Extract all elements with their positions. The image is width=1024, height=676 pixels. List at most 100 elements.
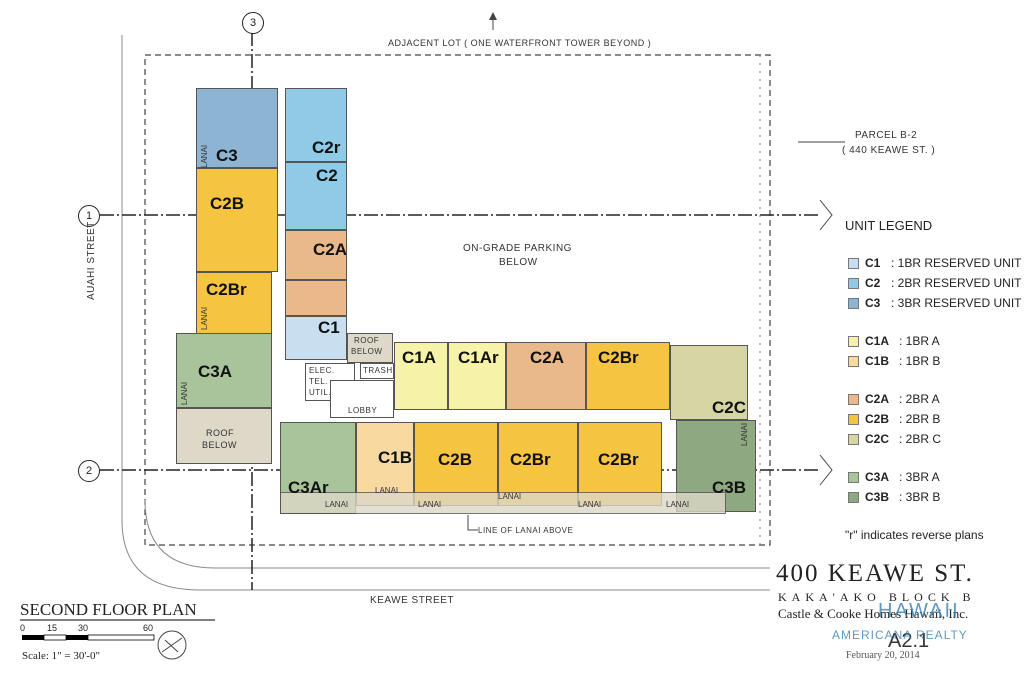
unit-label: C2Br xyxy=(598,348,639,367)
parcel-label: PARCEL B-2 xyxy=(855,130,918,141)
unit-c2 xyxy=(285,162,347,230)
legend-swatch xyxy=(848,277,859,289)
trash-room xyxy=(360,363,394,379)
unit-c2b-top xyxy=(196,168,278,272)
client-name: Castle & Cooke Homes Hawaii, Inc. xyxy=(778,606,969,621)
project-title: 400 KEAWE ST. xyxy=(776,560,974,587)
legend-swatch xyxy=(848,355,859,367)
lanai-label: LANAI xyxy=(200,306,209,330)
legend-desc: : 2BR RESERVED UNIT xyxy=(891,276,1022,290)
legend-item: C1: 1BR RESERVED UNIT xyxy=(848,256,1021,270)
legend-item: C2C: 2BR C xyxy=(848,432,941,446)
room-label: TRASH xyxy=(363,366,393,375)
watermark-realty: AMERICANA REALTY xyxy=(832,628,968,642)
legend-item: C3 : 3BR RESERVED UNIT xyxy=(848,296,1021,310)
parking-label: ON-GRADE PARKING xyxy=(463,243,572,254)
unit-label: C1A xyxy=(402,348,437,367)
legend-desc: : 3BR RESERVED UNIT xyxy=(891,296,1022,310)
legend-code: C3B xyxy=(865,490,890,504)
legend-desc: : 1BR A xyxy=(899,334,940,348)
legend-code: C1 xyxy=(865,256,881,270)
grid-bubble-3: 3 xyxy=(242,12,264,34)
lanai-label: LANAI xyxy=(180,381,189,405)
unit-c2a-top-b xyxy=(285,280,347,316)
unit-c1 xyxy=(285,316,347,360)
scale-text: Scale: 1" = 30'-0" xyxy=(22,650,100,662)
legend-item: C3B : 3BR B xyxy=(848,490,940,504)
legend-desc: : 3BR B xyxy=(899,490,941,504)
roof-label: BELOW xyxy=(202,440,238,450)
room-label: LOBBY xyxy=(348,406,378,415)
lanai-label: LANAI xyxy=(498,492,522,501)
unit-label: C1B xyxy=(378,448,413,467)
plan-title: SECOND FLOOR PLAN xyxy=(20,600,197,619)
unit-c1a xyxy=(394,342,448,410)
room-label: ELEC. xyxy=(309,366,335,375)
legend-item: C1B : 1BR B xyxy=(848,354,940,368)
unit-label: C3Ar xyxy=(288,478,329,497)
legend-desc: : 3BR A xyxy=(899,470,940,484)
grid-bubble-1: 1 xyxy=(78,205,100,227)
unit-label: C2 xyxy=(316,166,338,185)
unit-label: C2Br xyxy=(598,450,639,469)
scale-tick: 60 xyxy=(143,623,154,633)
legend-code: C2A xyxy=(865,392,890,406)
legend-desc: : 1BR B xyxy=(899,354,941,368)
unit-c2r xyxy=(285,88,347,162)
legend-swatch xyxy=(848,413,859,425)
unit-label: C2C xyxy=(712,398,747,417)
project-subtitle: KAKA'AKO BLOCK B xyxy=(778,590,976,604)
lanai-label: LANAI xyxy=(418,500,442,509)
legend-item: C1A : 1BR A xyxy=(848,334,940,348)
scale-tick: 0 xyxy=(20,623,26,633)
lobby-room xyxy=(330,380,394,418)
legend-swatch xyxy=(848,433,859,445)
reverse-note: "r" indicates reverse plans xyxy=(845,528,984,542)
unit-label: C2B xyxy=(438,450,473,469)
legend-code: C1B xyxy=(865,354,890,368)
unit-label: C2Br xyxy=(510,450,551,469)
unit-label: C3 xyxy=(216,146,238,165)
lanai-label: LANAI xyxy=(578,500,602,509)
roof-label: ROOF xyxy=(354,336,380,345)
unit-label: C3B xyxy=(712,478,747,497)
unit-label: C2A xyxy=(313,240,348,259)
scale-tick: 15 xyxy=(47,623,58,633)
room-label: TEL. xyxy=(309,377,328,386)
keawe-street-label: KEAWE STREET xyxy=(370,595,454,606)
unit-label: C2B xyxy=(210,194,245,213)
roof-label: BELOW xyxy=(351,347,383,356)
legend-swatch xyxy=(848,491,859,503)
issue-date: February 20, 2014 xyxy=(846,650,920,661)
unit-label: C1 xyxy=(318,318,340,337)
unit-label: C2r xyxy=(312,138,341,157)
grid-label: 2 xyxy=(85,465,93,477)
legend-swatch xyxy=(848,297,859,309)
legend-desc: : 2BR A xyxy=(899,392,940,406)
roof-below-west xyxy=(176,408,272,464)
grid-label: 1 xyxy=(85,210,93,222)
legend-desc: : 2BR C xyxy=(899,432,942,446)
unit-label: C2Br xyxy=(206,280,247,299)
parcel-address-label: ( 440 KEAWE ST. ) xyxy=(842,145,936,156)
roof-below-center xyxy=(347,333,393,363)
lanai-label: LANAI xyxy=(200,144,209,168)
unit-c3a xyxy=(176,333,272,408)
unit-c3 xyxy=(196,88,278,168)
unit-label: C3A xyxy=(198,362,233,381)
sheet-number: A2.1 xyxy=(888,630,930,652)
lanai-label: LANAI xyxy=(325,500,349,509)
watermark-hawaii: HAWAII xyxy=(878,600,960,622)
unit-label: C1Ar xyxy=(458,348,499,367)
unit-c2c xyxy=(670,345,748,420)
legend-desc: : 2BR B xyxy=(899,412,941,426)
legend-code: C1A xyxy=(865,334,890,348)
legend-code: C3 xyxy=(865,296,881,310)
legend-swatch xyxy=(848,471,859,483)
legend-code: C2B xyxy=(865,412,890,426)
unit-c1ar xyxy=(448,342,506,410)
auahi-street-label: AUAHI STREET xyxy=(86,221,97,300)
grid-bubble-2: 2 xyxy=(78,460,100,482)
legend-item: C3A: 3BR A xyxy=(848,470,940,484)
lanai-above-label: LINE OF LANAI ABOVE xyxy=(478,526,574,535)
